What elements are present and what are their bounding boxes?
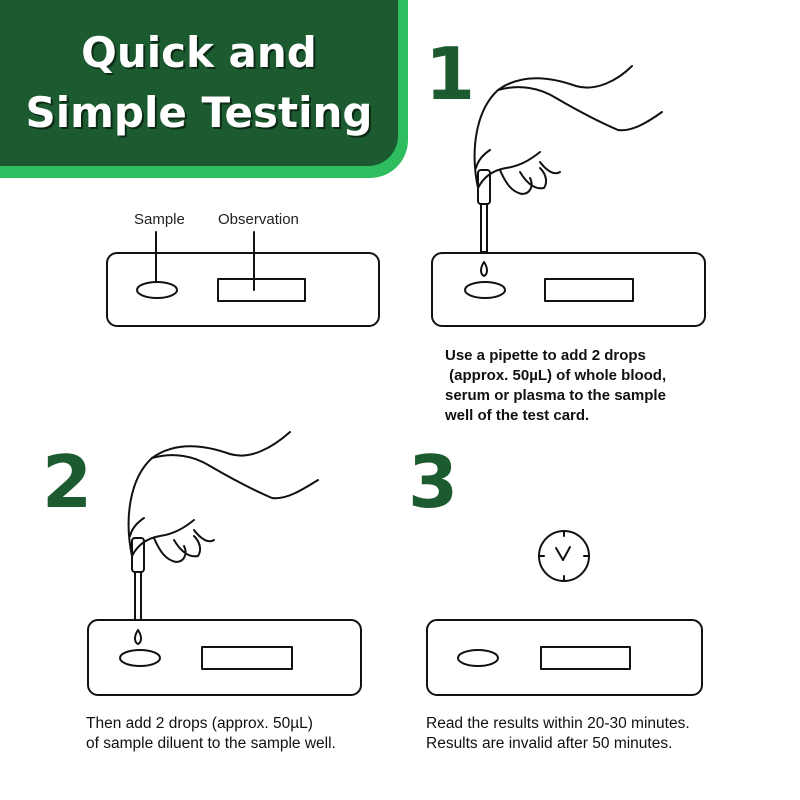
step-3-caption-line: Read the results within 20-30 minutes.: [426, 715, 690, 732]
title-banner-inner: Quick and Simple Testing: [0, 0, 398, 166]
observation-window: [217, 278, 306, 302]
step-2-caption-line: Then add 2 drops (approx. 50µL): [86, 715, 313, 732]
test-card-diagram: [106, 231, 380, 327]
step-3-caption: Read the results within 20-30 minutes. R…: [426, 714, 690, 754]
sample-well: [136, 281, 178, 299]
step-2-test-card: [87, 619, 362, 696]
step-2-caption-line: of sample diluent to the sample well.: [86, 735, 336, 752]
step-1-caption-line: Use a pipette to add 2 drops: [445, 347, 646, 364]
step-2-number: 2: [42, 440, 93, 524]
step-1-caption-line: (approx. 50µL) of whole blood,: [445, 367, 667, 384]
clock-icon: [538, 530, 590, 582]
step-1-caption: Use a pipette to add 2 drops (approx. 50…: [445, 346, 666, 426]
step-2-hand-pipette-icon: [127, 431, 319, 645]
step-1-caption-line: well of the test card.: [445, 407, 590, 424]
step-1-test-card: [431, 252, 706, 327]
title-banner: Quick and Simple Testing: [0, 0, 408, 178]
droplet-icon: [134, 629, 142, 645]
step-3-caption-line: Results are invalid after 50 minutes.: [426, 735, 673, 752]
step-1-hand-pipette-icon: [473, 65, 663, 277]
title-line-2: Simple Testing: [25, 88, 373, 137]
droplet-icon: [480, 261, 488, 277]
step-3-number: 3: [408, 440, 459, 524]
step-3-test-card: [426, 619, 703, 696]
step-2-caption: Then add 2 drops (approx. 50µL) of sampl…: [86, 714, 336, 754]
sample-label: Sample: [134, 211, 185, 228]
title-line-1: Quick and: [81, 28, 317, 77]
step-1-number: 1: [425, 32, 476, 116]
step-1-caption-line: serum or plasma to the sample: [445, 387, 666, 404]
observation-label: Observation: [218, 211, 299, 228]
